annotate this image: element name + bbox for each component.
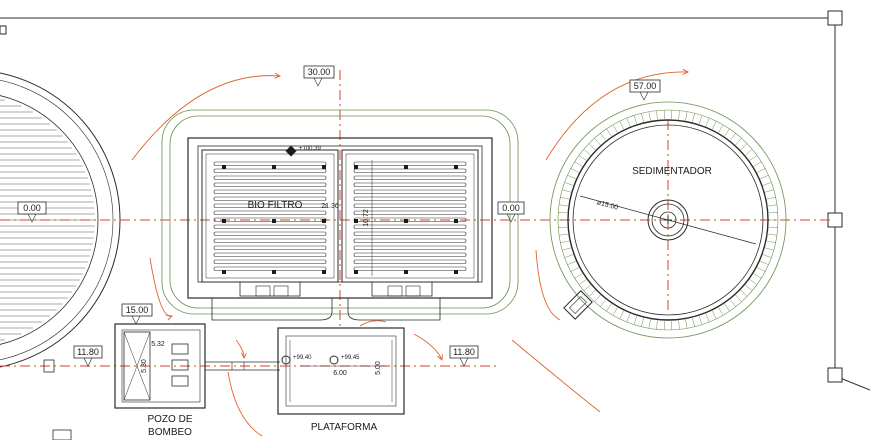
level-mark-left-low: 11.80 xyxy=(73,345,103,367)
level-top-center-text: 30.00 xyxy=(308,67,331,77)
label-bio-filtro: BIO FILTRO xyxy=(248,200,303,211)
level-mark-right-axis: 0.00 xyxy=(497,201,525,223)
label-sedimentador: SEDIMENTADOR xyxy=(632,166,712,177)
pozo-de-bombeo xyxy=(114,323,280,409)
misc-features xyxy=(43,145,297,440)
level-left-low-text: 11.80 xyxy=(77,347,99,357)
dim-pozo-width: 5.32 xyxy=(151,341,165,348)
label-plataforma: PLATAFORMA xyxy=(311,422,378,433)
dim-plataforma-width: 6.00 xyxy=(333,370,347,377)
elev-plataforma-right: +99.45 xyxy=(341,355,360,361)
level-right-low-text: 11.80 xyxy=(453,347,475,357)
level-pozo-text: 15.00 xyxy=(126,305,149,315)
dim-plataforma-height: 5.00 xyxy=(375,361,382,375)
dim-biofiltro-width: 21.36 xyxy=(321,203,339,210)
level-mark-right-low: 11.80 xyxy=(449,345,479,367)
dim-sedimentador-diameter: ø15.00 xyxy=(596,199,619,211)
level-right-axis-text: 0.00 xyxy=(502,203,520,213)
center-axes xyxy=(0,70,830,367)
label-pozo-line1: POZO DE xyxy=(147,414,192,425)
dim-biofiltro-height: 10.72 xyxy=(363,209,370,227)
level-mark-pozo: 15.00 xyxy=(121,303,153,325)
plataforma xyxy=(277,327,405,415)
level-left-axis-text: 0.00 xyxy=(23,203,41,213)
level-mark-left-axis: 0.00 xyxy=(17,201,47,223)
sedimentador xyxy=(549,101,787,339)
biofilter-anchor-points xyxy=(222,165,458,274)
level-marks: 30.00 57.00 0.00 0.00 15.00 11.80 xyxy=(17,65,661,367)
level-mark-sedimentador: 57.00 xyxy=(629,79,661,101)
elev-plataforma-left: +99.40 xyxy=(293,355,312,361)
label-pozo-line2: BOMBEO xyxy=(148,427,192,438)
level-mark-top-center: 30.00 xyxy=(303,65,335,87)
level-sedimentador-text: 57.00 xyxy=(634,81,657,91)
biofilter xyxy=(187,137,493,321)
property-boundary xyxy=(0,10,870,391)
flow-arrows xyxy=(131,72,688,437)
elev-biofiltro-top: +100.39 xyxy=(299,146,322,152)
dim-pozo-height: 5.30 xyxy=(141,359,148,373)
